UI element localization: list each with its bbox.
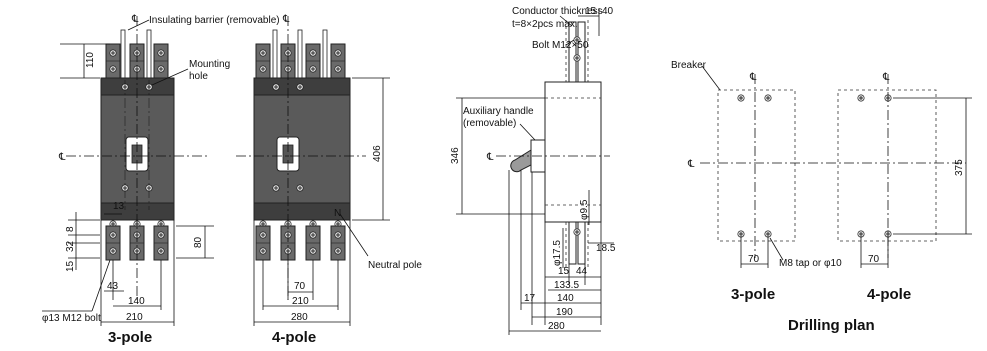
dim-43: 43 (107, 281, 119, 292)
four-pole-top-terminals (256, 29, 345, 78)
centerline-mark: ℄ (749, 72, 757, 83)
four-pole-bottom-terminals (256, 226, 345, 260)
neutral-n-mark: N (334, 208, 341, 219)
callouts-top: Insulating barrier (removable) Mounting … (127, 15, 280, 86)
dim-70: 70 (294, 281, 306, 292)
three-pole-front-view: ℄ ℄ 110 8 32 15 13 80 43 140 210 (42, 14, 214, 346)
centerline-mark: ℄ (687, 159, 695, 170)
bolt-m12-label: Bolt M12×50 (532, 40, 589, 51)
auxiliary-handle (510, 149, 532, 173)
dim-44: 44 (576, 266, 588, 277)
dim-8: 8 (65, 226, 76, 232)
bolt-note: φ13 M12 bolt (42, 313, 101, 324)
dim-32: 32 (65, 240, 76, 252)
side-view: ℄ Conductor thickness t=8×2pcs max. Bolt… (450, 6, 616, 335)
dim-280-side: 280 (548, 321, 565, 332)
drill-dim-375: 375 (954, 159, 965, 176)
centerline-mark: ℄ (58, 152, 66, 163)
four-pole-caption: 4-pole (272, 329, 316, 346)
dim-13: 13 (113, 201, 125, 212)
dim-phi-17-5: φ17.5 (552, 240, 563, 266)
dim-40: 40 (602, 6, 614, 17)
dim-406: 406 (372, 145, 383, 162)
aux-handle-removable: (removable) (463, 118, 516, 129)
drill-three-pole-caption: 3-pole (731, 286, 775, 303)
centerline-mark: ℄ (486, 152, 494, 163)
side-view-body (544, 81, 602, 223)
dim-346: 346 (450, 147, 461, 164)
four-pole-front-view: N ℄ 406 Neutral pole 70 210 280 4-pole (236, 14, 422, 346)
centerline-mark: ℄ (282, 14, 290, 25)
dim-190: 190 (556, 307, 573, 318)
centerline-mark: ℄ (882, 72, 890, 83)
aux-handle-label: Auxiliary handle (463, 106, 534, 117)
four-pole-breaker-body (253, 77, 351, 221)
dim-15: 15 (65, 260, 76, 272)
dim-110: 110 (85, 52, 96, 68)
insulating-barrier-label: Insulating barrier (removable) (149, 15, 280, 26)
dim-phi-9-5: φ9.5 (579, 199, 590, 220)
dim-140: 140 (128, 296, 145, 307)
conductor-thickness-label: Conductor thickness (512, 6, 603, 17)
conductor-spec-label: t=8×2pcs max. (512, 19, 578, 30)
breaker-label: Breaker (671, 60, 707, 71)
three-pole-caption: 3-pole (108, 329, 152, 346)
dim-210-four: 210 (292, 296, 309, 307)
drill-dim-70-four: 70 (868, 254, 880, 265)
centerline-mark: ℄ (131, 14, 139, 25)
dim-17: 17 (524, 293, 536, 304)
mounting-hole-label-1: Mounting (189, 59, 230, 70)
dim-18-5: 18.5 (596, 243, 616, 254)
dim-133-5: 133.5 (554, 280, 579, 291)
dim-210: 210 (126, 312, 143, 323)
neutral-pole-label: Neutral pole (368, 260, 422, 271)
drill-three-pole-outline (717, 89, 796, 242)
dim-140-side: 140 (557, 293, 574, 304)
tap-note: M8 tap or φ10 (779, 258, 842, 269)
dim-80: 80 (193, 236, 204, 248)
mounting-hole-label-2: hole (189, 71, 208, 82)
dim-15-bottom: 15 (558, 266, 570, 277)
drill-dim-70-three: 70 (748, 254, 760, 265)
dim-280-four: 280 (291, 312, 308, 323)
dim-15-side: 15 (585, 6, 597, 17)
drill-four-pole-caption: 4-pole (867, 286, 911, 303)
drill-four-pole-outline (837, 89, 937, 242)
drilling-plan: Breaker ℄ ℄ 70 M8 tap or φ10 3-pole ℄ 70 (671, 60, 972, 334)
drilling-plan-caption: Drilling plan (788, 317, 875, 334)
